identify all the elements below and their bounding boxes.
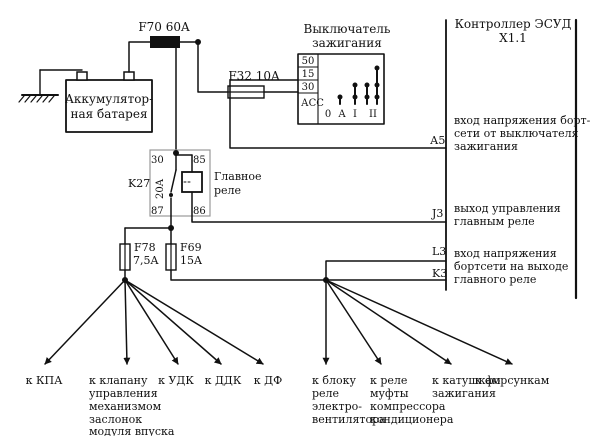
wire-ignition-to-a5 xyxy=(229,79,447,149)
relay-pin-30: 30 xyxy=(151,155,164,166)
battery-label-line2: ная батарея xyxy=(70,107,147,121)
ignition-position-0: 0 xyxy=(325,109,331,120)
ignition-position-i: I xyxy=(353,109,357,120)
relay-pin-87: 87 xyxy=(151,206,164,217)
output-label-ac-line3: компрессора xyxy=(370,400,446,413)
fuse-f78: F78 7,5A xyxy=(119,227,159,281)
battery-label-line1: Аккумулятор- xyxy=(65,92,153,106)
output-label-ddk: к ДДК xyxy=(205,374,242,387)
battery: Аккумулятор- ная батарея xyxy=(65,71,153,133)
relay-name: K27 xyxy=(128,177,150,190)
controller-pin-a5: А5 xyxy=(430,134,445,147)
fuse-f69-value: 15A xyxy=(180,254,203,267)
controller-desc-a5-line1: вход напряжения борт- xyxy=(454,114,591,127)
output-label-df: к ДФ xyxy=(254,374,282,387)
relay-label-line2: реле xyxy=(214,184,241,197)
fuse-f69: F69 15A xyxy=(165,227,203,271)
ignition-switch-title2: зажигания xyxy=(312,36,382,50)
output-label-kpa: к КПА xyxy=(26,374,63,387)
ground-symbol xyxy=(18,69,83,103)
fuse-f70: F70 60A xyxy=(138,20,190,48)
output-label-fan-line1: к блоку xyxy=(312,374,356,387)
relay-pin-86: 86 xyxy=(193,206,206,217)
output-label-fan-line4: вентилятора xyxy=(312,413,386,426)
relay-fuse-rating: 20A xyxy=(155,178,166,199)
wire-to-l3 xyxy=(325,260,447,281)
ignition-pin-50: 50 xyxy=(302,56,315,67)
left-output-labels: к КПА к клапану управления механизмом за… xyxy=(26,374,283,436)
fuse-f70-label: F70 60A xyxy=(138,20,190,34)
battery-negative-terminal xyxy=(76,71,88,81)
ignition-switch-title1: Выключатель xyxy=(304,22,391,36)
output-label-coils-line1: к катушкам xyxy=(432,374,501,387)
controller-desc-j3-line1: выход управления xyxy=(454,202,561,215)
output-label-ac-line1: к реле xyxy=(370,374,407,387)
output-label-valve-line4: заслонок xyxy=(89,413,142,426)
right-output-labels: к блоку реле электро- вентилятора к реле… xyxy=(312,374,550,426)
ignition-position-ii: II xyxy=(369,109,377,120)
ignition-pin-15: 15 xyxy=(302,69,315,80)
output-label-udk: к УДК xyxy=(158,374,194,387)
fuse-f32: F32 10A xyxy=(227,69,280,99)
output-label-ac-line2: муфты xyxy=(370,387,409,400)
controller-desc-l3-line1: вход напряжения xyxy=(454,247,557,260)
output-label-valve-line2: управления xyxy=(89,387,158,400)
controller-pin-j3: J3 xyxy=(431,207,443,220)
main-feed-wires xyxy=(128,41,299,154)
fuse-f32-label: F32 10A xyxy=(228,69,280,83)
controller-connector: X1.1 xyxy=(499,31,527,45)
controller-desc-l3-line3: главного реле xyxy=(454,273,536,286)
fuse-f69-name: F69 xyxy=(180,241,202,254)
output-label-fan-line2: реле xyxy=(312,387,339,400)
ignition-pin-acc: АСС xyxy=(301,98,324,109)
controller-desc-a5-line2: сети от выключателя xyxy=(454,127,579,140)
controller-pin-k3: K3 xyxy=(432,267,447,280)
fuse-f78-name: F78 xyxy=(134,241,156,254)
controller-desc-a5-line3: зажигания xyxy=(454,140,518,153)
relay-pin-85: 85 xyxy=(193,155,206,166)
controller-title: Контроллер ЭСУД xyxy=(455,17,572,31)
relay-label-line1: Главное xyxy=(214,170,262,183)
controller: Контроллер ЭСУД X1.1 вход напряжения бор… xyxy=(430,17,591,300)
main-relay-k27: 30 85 87 86 K27 20A Главное реле xyxy=(128,149,262,229)
left-output-arrows xyxy=(44,279,264,365)
battery-positive-terminal xyxy=(123,71,135,81)
ignition-position-a: А xyxy=(338,109,346,120)
output-label-valve-line5: модуля впуска xyxy=(89,425,175,436)
junction-dot xyxy=(195,39,201,45)
output-label-ac-line4: кондиционера xyxy=(370,413,454,426)
wire-86-to-j3 xyxy=(191,219,447,223)
right-output-arrows xyxy=(322,279,513,365)
output-label-injectors: к форсункам xyxy=(475,374,550,387)
output-label-valve-line1: к клапану xyxy=(89,374,148,387)
fuse-f78-value: 7,5A xyxy=(133,254,159,267)
wire-f69-to-k3 xyxy=(170,269,447,281)
controller-pin-l3: L3 xyxy=(432,245,446,258)
output-label-fan-line3: электро- xyxy=(312,400,362,413)
output-label-valve-line3: механизмом xyxy=(89,400,162,413)
ignition-pin-30: 30 xyxy=(302,82,315,93)
output-label-coils-line2: зажигания xyxy=(432,387,496,400)
ignition-switch: Выключатель зажигания 50 15 30 АСС 0 А I… xyxy=(297,22,391,125)
controller-desc-j3-line2: главным реле xyxy=(454,215,535,228)
controller-desc-l3-line2: бортсети на выходе xyxy=(454,260,568,273)
